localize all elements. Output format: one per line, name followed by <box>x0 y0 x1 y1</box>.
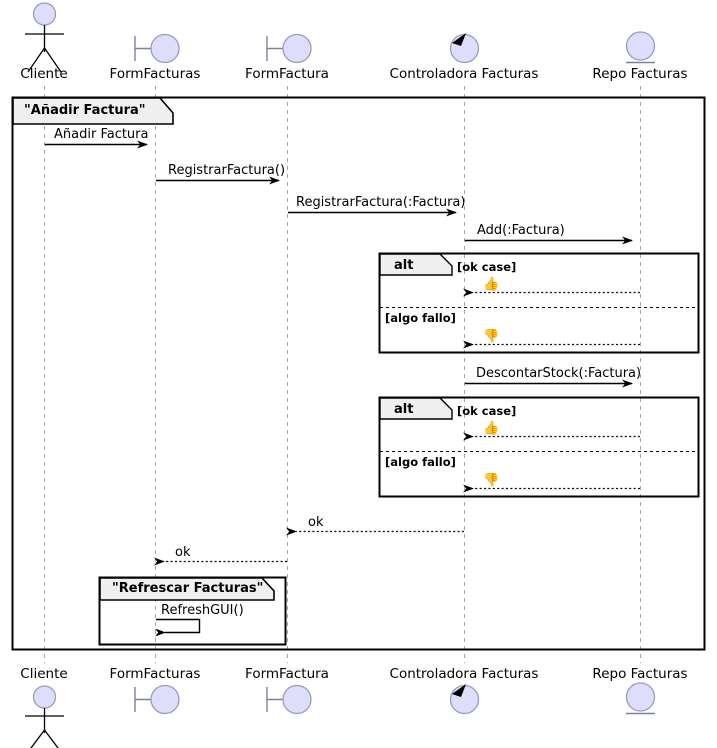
lifeline-label-formfactura-bottom: FormFactura <box>245 666 329 682</box>
frame-title-refrescar-facturas: "Refrescar Facturas" <box>112 581 264 596</box>
lifeline-label-formfacturas-top: FormFacturas <box>109 66 201 82</box>
lifeline-dashes <box>44 86 641 663</box>
frame-refrescar-facturas-border <box>98 576 287 646</box>
alt-guard-algo-fallo-2: [algo fallo] <box>385 455 456 469</box>
entity-icon-bottom <box>625 682 656 715</box>
lifeline-label-controladora-top: Controladora Facturas <box>389 66 539 82</box>
boundary-icon-formfacturas-bottom <box>134 684 180 715</box>
thumbs-up-icon-1: 👍 <box>483 277 500 292</box>
control-icon-top <box>449 33 480 64</box>
lifeline-label-formfacturas-bottom: FormFacturas <box>109 666 201 682</box>
message-arrows <box>45 140 640 637</box>
alt-fragment-1-border <box>378 252 700 354</box>
lifeline-label-repo-top: Repo Facturas <box>592 66 688 82</box>
message-label-descontarstock: DescontarStock(:Factura) <box>476 366 642 381</box>
actor-stick-figure-icon-top <box>25 2 64 73</box>
lifeline-label-repo-bottom: Repo Facturas <box>592 666 688 682</box>
alt-guard-ok-case-1: [ok case] <box>457 260 517 274</box>
message-label-registrarfactura: RegistrarFactura() <box>168 163 286 178</box>
control-icon-bottom <box>449 684 480 715</box>
message-label-ok-to-formfacturas: ok <box>175 545 191 560</box>
lifeline-label-cliente-bottom: Cliente <box>20 666 68 682</box>
frame-title-anadir-factura: "Añadir Factura" <box>24 103 146 118</box>
message-arrow-refreshgui-self <box>155 618 201 637</box>
boundary-icon-formfactura-bottom <box>266 684 312 715</box>
message-label-anadir-factura: Añadir Factura <box>54 127 149 142</box>
lifeline-label-cliente-top: Cliente <box>20 66 68 82</box>
alt-guard-algo-fallo-1: [algo fallo] <box>385 311 456 325</box>
entity-icon-top <box>625 31 656 64</box>
thumbs-down-icon-2: 👎 <box>483 473 500 488</box>
frame-anadir-factura-border <box>11 96 706 651</box>
alt-fragment-2-border <box>378 396 700 498</box>
alt-guard-ok-case-2: [ok case] <box>457 404 517 418</box>
message-label-registrarfactura-factura: RegistrarFactura(:Factura) <box>296 195 466 210</box>
message-label-ok-to-formfactura: ok <box>308 515 324 530</box>
thumbs-down-icon-1: 👎 <box>483 329 500 344</box>
lifeline-label-controladora-bottom: Controladora Facturas <box>389 666 539 682</box>
message-label-add-factura: Add(:Factura) <box>477 223 565 238</box>
alt-keyword-1: alt <box>394 258 414 273</box>
thumbs-up-icon-2: 👍 <box>483 421 500 436</box>
message-label-refreshgui: RefreshGUI() <box>161 603 244 618</box>
lifeline-label-formfactura-top: FormFactura <box>245 66 329 82</box>
boundary-icon-formfacturas-top <box>134 33 180 64</box>
alt-keyword-2: alt <box>394 402 414 417</box>
actor-stick-figure-icon-bottom <box>25 685 64 748</box>
boundary-icon-formfactura-top <box>266 33 312 64</box>
